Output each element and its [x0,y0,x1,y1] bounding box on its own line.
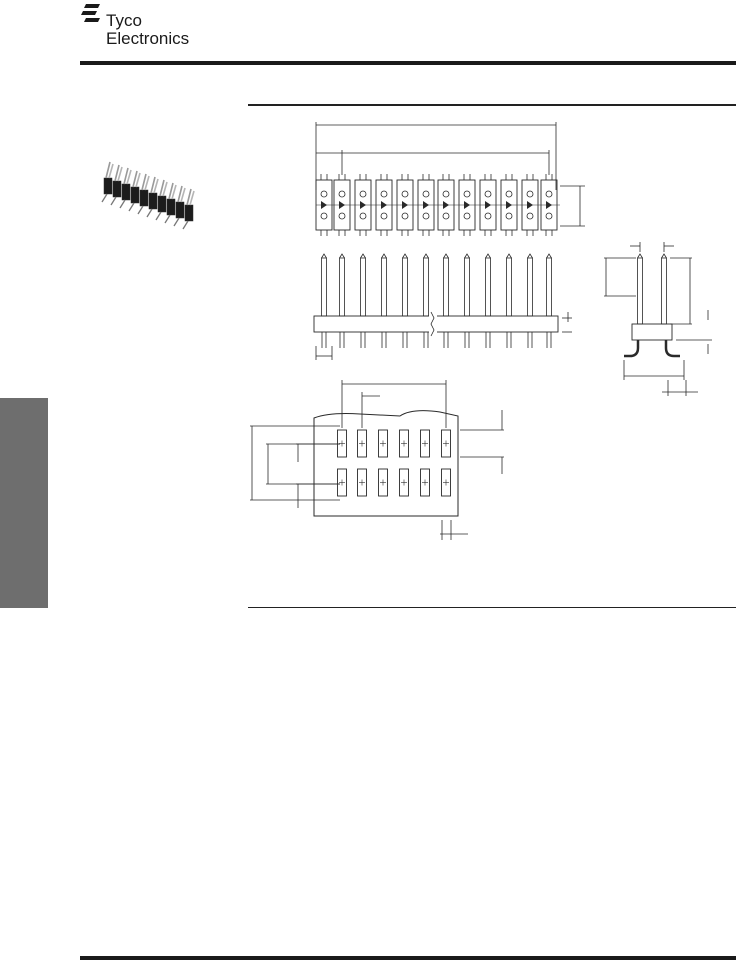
company-logo: Tyco Electronics [80,0,240,56]
section-side-tab [0,398,48,608]
footer-rule [80,956,736,960]
drawing-top-rule [248,104,736,106]
side-view-drawing [604,242,712,396]
pcb-layout-drawing [250,380,504,540]
header-rule [80,61,736,65]
front-view-drawing [313,253,572,360]
top-view-drawing [315,122,585,236]
drawing-bottom-rule [248,607,736,608]
tyco-electronics-logo-icon [81,4,100,22]
brand-name-line2: Electronics [106,29,190,48]
brand-name-line1: Tyco [106,11,142,30]
